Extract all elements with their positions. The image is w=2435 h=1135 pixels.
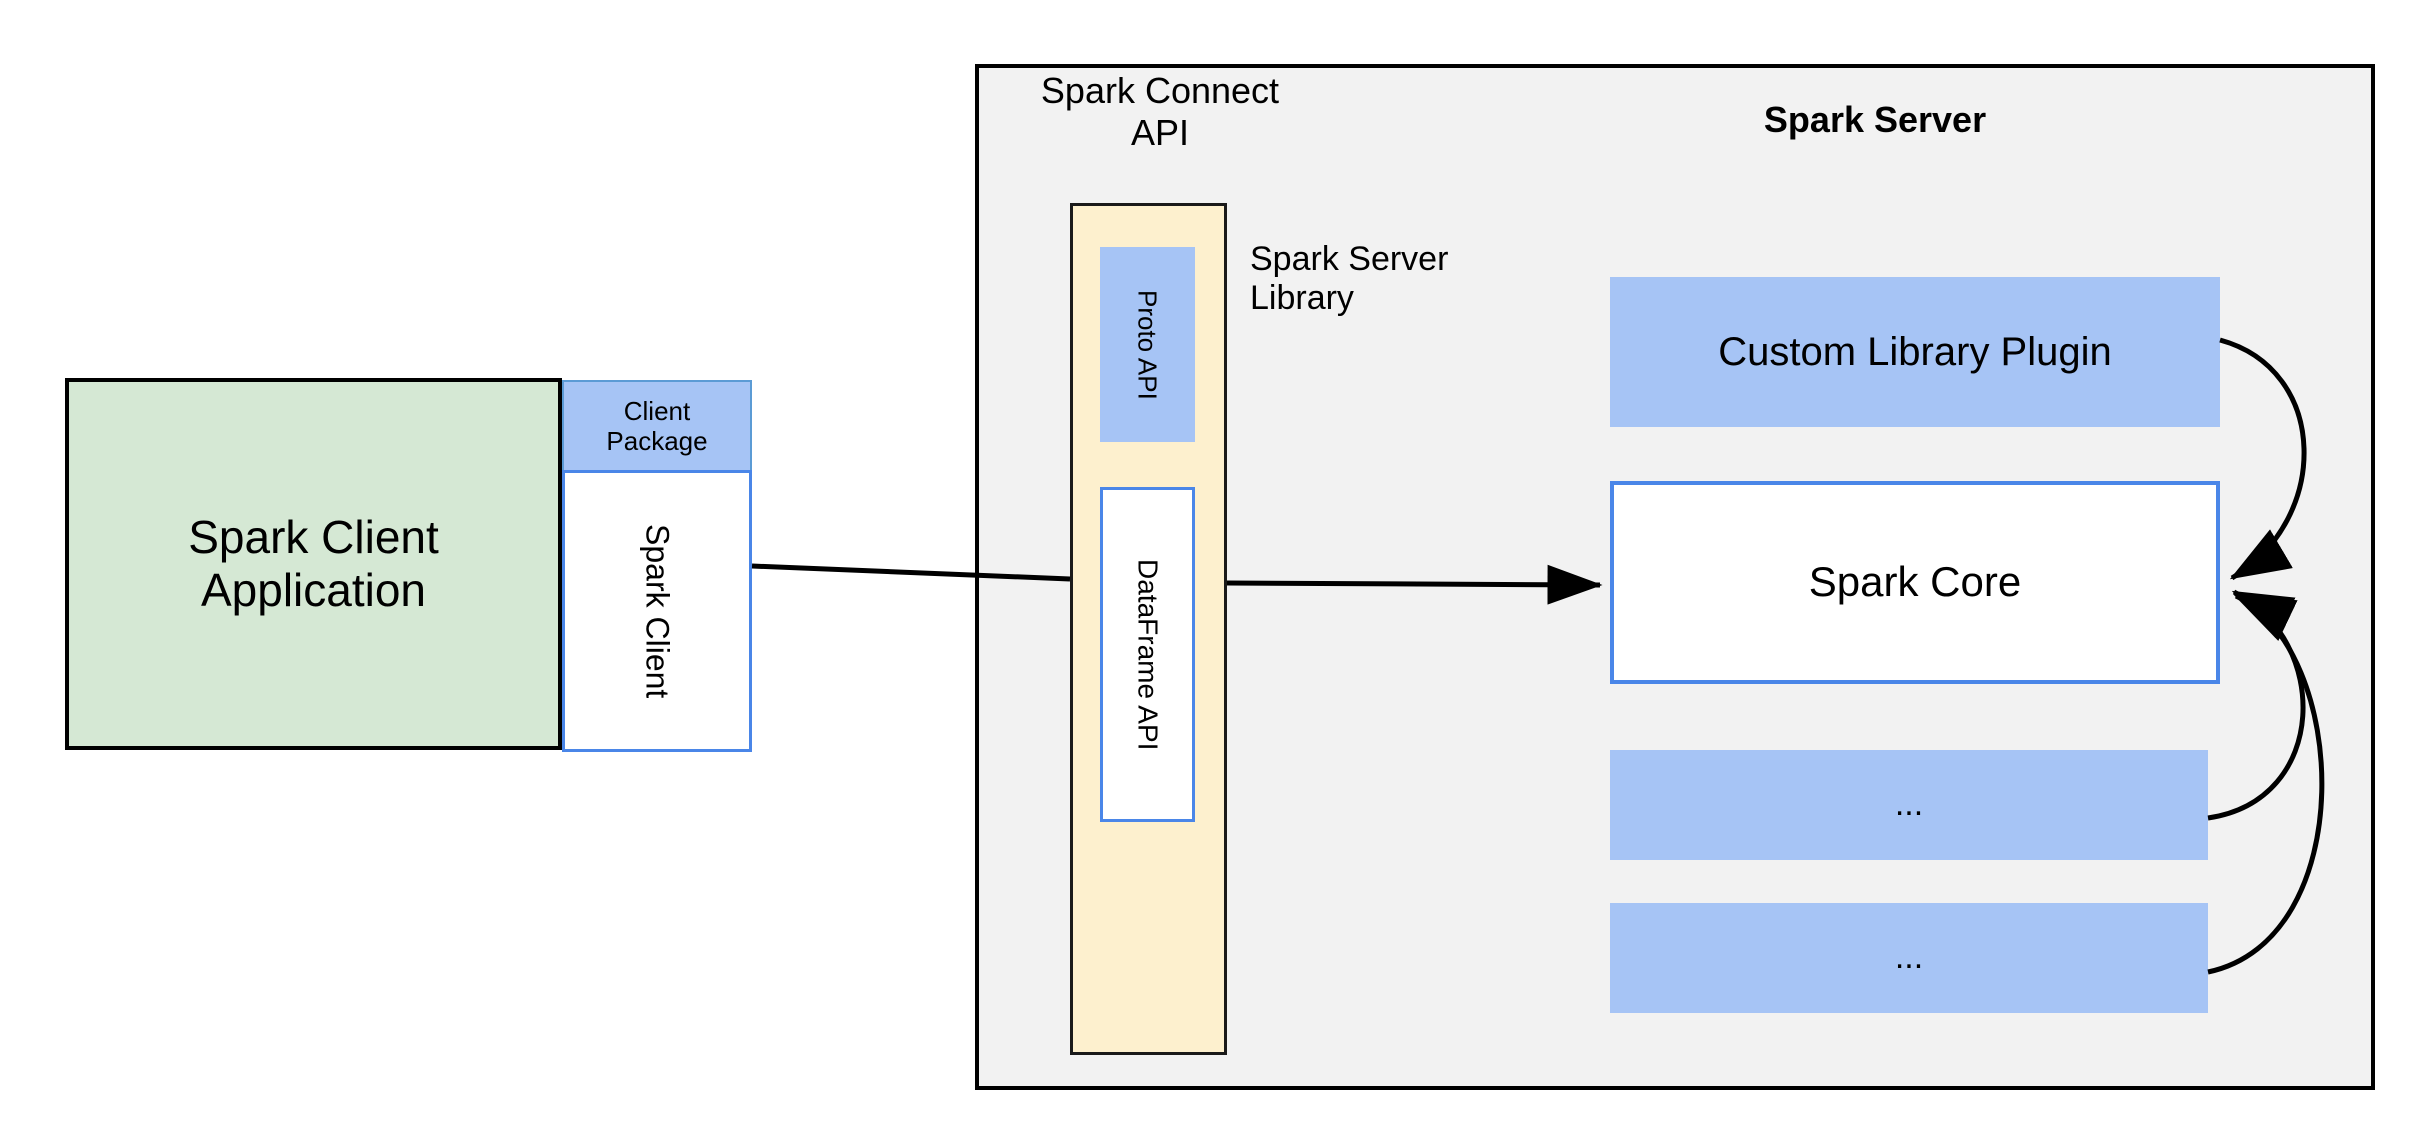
proto-api-box: Proto API: [1100, 247, 1195, 442]
client-package-label: Client Package: [606, 395, 708, 456]
spark-server-title-text: Spark Server: [1763, 99, 1987, 141]
server-component-ellipsis-1-label: ...: [1894, 785, 1924, 824]
spark-connect-api-label: Spark Connect API: [1010, 70, 1310, 160]
custom-library-plugin-label: Custom Library Plugin: [1718, 329, 2112, 374]
spark-server-library-label: Spark Server Library: [1250, 240, 1550, 340]
spark-connect-api-text: Spark Connect API: [1040, 70, 1280, 153]
spark-client-label: Spark Client: [639, 523, 676, 699]
server-component-ellipsis-2: ...: [1610, 903, 2208, 1013]
dataframe-api-box: DataFrame API: [1100, 487, 1195, 822]
server-component-ellipsis-2-label: ...: [1894, 938, 1924, 977]
spark-client-application-box: Spark Client Application: [65, 378, 562, 750]
server-component-ellipsis-1: ...: [1610, 750, 2208, 860]
proto-api-label: Proto API: [1132, 289, 1163, 400]
custom-library-plugin-box: Custom Library Plugin: [1610, 277, 2220, 427]
spark-client-box: Spark Client: [562, 470, 752, 752]
spark-server-title: Spark Server: [1690, 95, 2060, 145]
spark-server-library-text: Spark Server Library: [1250, 240, 1449, 318]
client-package-box: Client Package: [562, 380, 752, 470]
dataframe-api-label: DataFrame API: [1132, 558, 1164, 751]
spark-core-box: Spark Core: [1610, 481, 2220, 684]
spark-client-application-label: Spark Client Application: [188, 510, 439, 616]
spark-core-label: Spark Core: [1808, 558, 2022, 606]
